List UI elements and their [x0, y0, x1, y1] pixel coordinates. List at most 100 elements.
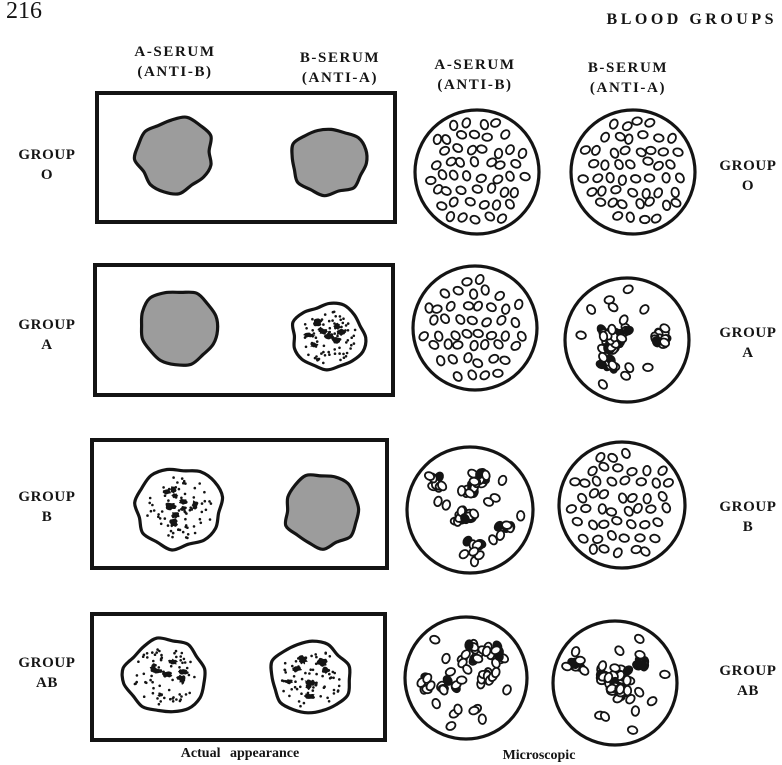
red-cell	[658, 148, 668, 157]
stipple-dot	[172, 532, 175, 535]
uniform-drop	[285, 475, 358, 550]
stipple-dot	[134, 682, 137, 685]
stipple-dot	[178, 488, 181, 491]
page-number: 216	[6, 0, 42, 24]
stipple-dot	[327, 351, 330, 354]
stipple-dot	[188, 674, 191, 677]
red-cell	[643, 466, 651, 476]
stipple-dot	[151, 651, 154, 654]
row-label-word: GROUP	[14, 653, 80, 673]
stipple-dot	[187, 533, 190, 536]
stipple-dot	[288, 695, 291, 698]
stipple-dot	[315, 355, 318, 358]
stipple-dot	[185, 512, 188, 515]
stipple-dot	[183, 658, 186, 661]
row-label-right-group-o: GROUP O	[716, 156, 780, 196]
stipple-dot	[149, 679, 152, 682]
red-cell	[482, 134, 492, 141]
red-cell	[618, 175, 627, 185]
stipple-dot	[143, 673, 146, 676]
stipple-dot	[193, 525, 196, 528]
stipple-dot	[329, 327, 332, 330]
agglutinated-drop	[271, 641, 350, 713]
stipple-dot	[179, 529, 182, 532]
stipple-dot	[186, 526, 189, 529]
column-header-antibody: (ANTI-B)	[410, 75, 540, 95]
stipple-dot	[354, 329, 357, 332]
red-cell	[570, 478, 580, 486]
stipple-dot	[184, 518, 187, 521]
stipple-dot	[332, 671, 335, 674]
stipple-dot	[316, 359, 319, 362]
microscope-field-dispersed	[413, 266, 537, 390]
stipple-dot	[194, 487, 197, 490]
stipple-dot	[189, 509, 192, 512]
stipple-dot	[162, 486, 165, 489]
stipple-dot	[334, 315, 337, 318]
stipple-dot	[170, 665, 173, 668]
column-header-serum: A-SERUM	[110, 42, 240, 62]
stipple-dot	[301, 678, 304, 681]
red-cell	[481, 285, 490, 296]
column-header-antibody: (ANTI-A)	[275, 68, 405, 88]
stipple-dot	[331, 319, 334, 322]
stipple-dot	[290, 688, 293, 691]
stipple-dot	[323, 345, 326, 348]
red-cell	[635, 534, 645, 541]
stipple-dot	[184, 482, 187, 485]
red-cell	[598, 520, 609, 529]
red-cell	[599, 504, 607, 514]
stipple-dot	[305, 327, 308, 330]
stipple-dot	[199, 518, 202, 521]
stipple-dot	[332, 311, 335, 314]
microscope-field-dispersed	[559, 442, 685, 568]
stipple-dot	[350, 344, 353, 347]
row-label-word: GROUP	[716, 661, 780, 681]
stipple-dot	[326, 697, 329, 700]
stipple-dot	[347, 322, 350, 325]
stipple-dot	[339, 315, 342, 318]
red-cell	[576, 331, 587, 340]
stipple-dot	[305, 346, 308, 349]
row-group-a	[95, 265, 689, 402]
stipple-dot	[164, 494, 167, 497]
red-cell	[671, 187, 680, 198]
cell-clump	[179, 669, 188, 674]
stipple-dot	[329, 655, 332, 658]
stipple-dot	[312, 669, 315, 672]
red-cell	[450, 120, 458, 130]
drop-outline	[271, 641, 350, 713]
running-head: BLOOD GROUPS	[607, 9, 777, 31]
stipple-dot	[163, 697, 166, 700]
stipple-dot	[173, 652, 176, 655]
stipple-dot	[330, 676, 333, 679]
stipple-dot	[309, 668, 312, 671]
stipple-dot	[353, 342, 356, 345]
red-cell	[501, 521, 512, 530]
red-cell	[630, 174, 641, 183]
stipple-dot	[294, 680, 297, 683]
row-label-word: GROUP	[716, 323, 780, 343]
stipple-dot	[168, 689, 171, 692]
uniform-drop	[292, 129, 367, 195]
stipple-dot	[304, 672, 307, 675]
row-label-word: GROUP	[14, 315, 80, 335]
stipple-dot	[315, 336, 318, 339]
row-group-ab	[92, 614, 677, 745]
column-header-microscopic-a-serum: A-SERUM (ANTI-B)	[410, 55, 540, 95]
stipple-dot	[334, 352, 337, 355]
stipple-dot	[347, 329, 350, 332]
stipple-dot	[137, 660, 140, 663]
column-header-antibody: (ANTI-A)	[563, 78, 693, 98]
stipple-dot	[321, 675, 324, 678]
stipple-dot	[150, 510, 153, 513]
stipple-dot	[167, 534, 170, 537]
stipple-dot	[323, 685, 326, 688]
stipple-dot	[184, 493, 187, 496]
stipple-dot	[282, 690, 285, 693]
stipple-dot	[299, 686, 302, 689]
row-label-right-group-a: GROUP A	[716, 323, 780, 363]
stipple-dot	[186, 667, 189, 670]
red-cell	[581, 504, 591, 512]
stipple-dot	[333, 689, 336, 692]
